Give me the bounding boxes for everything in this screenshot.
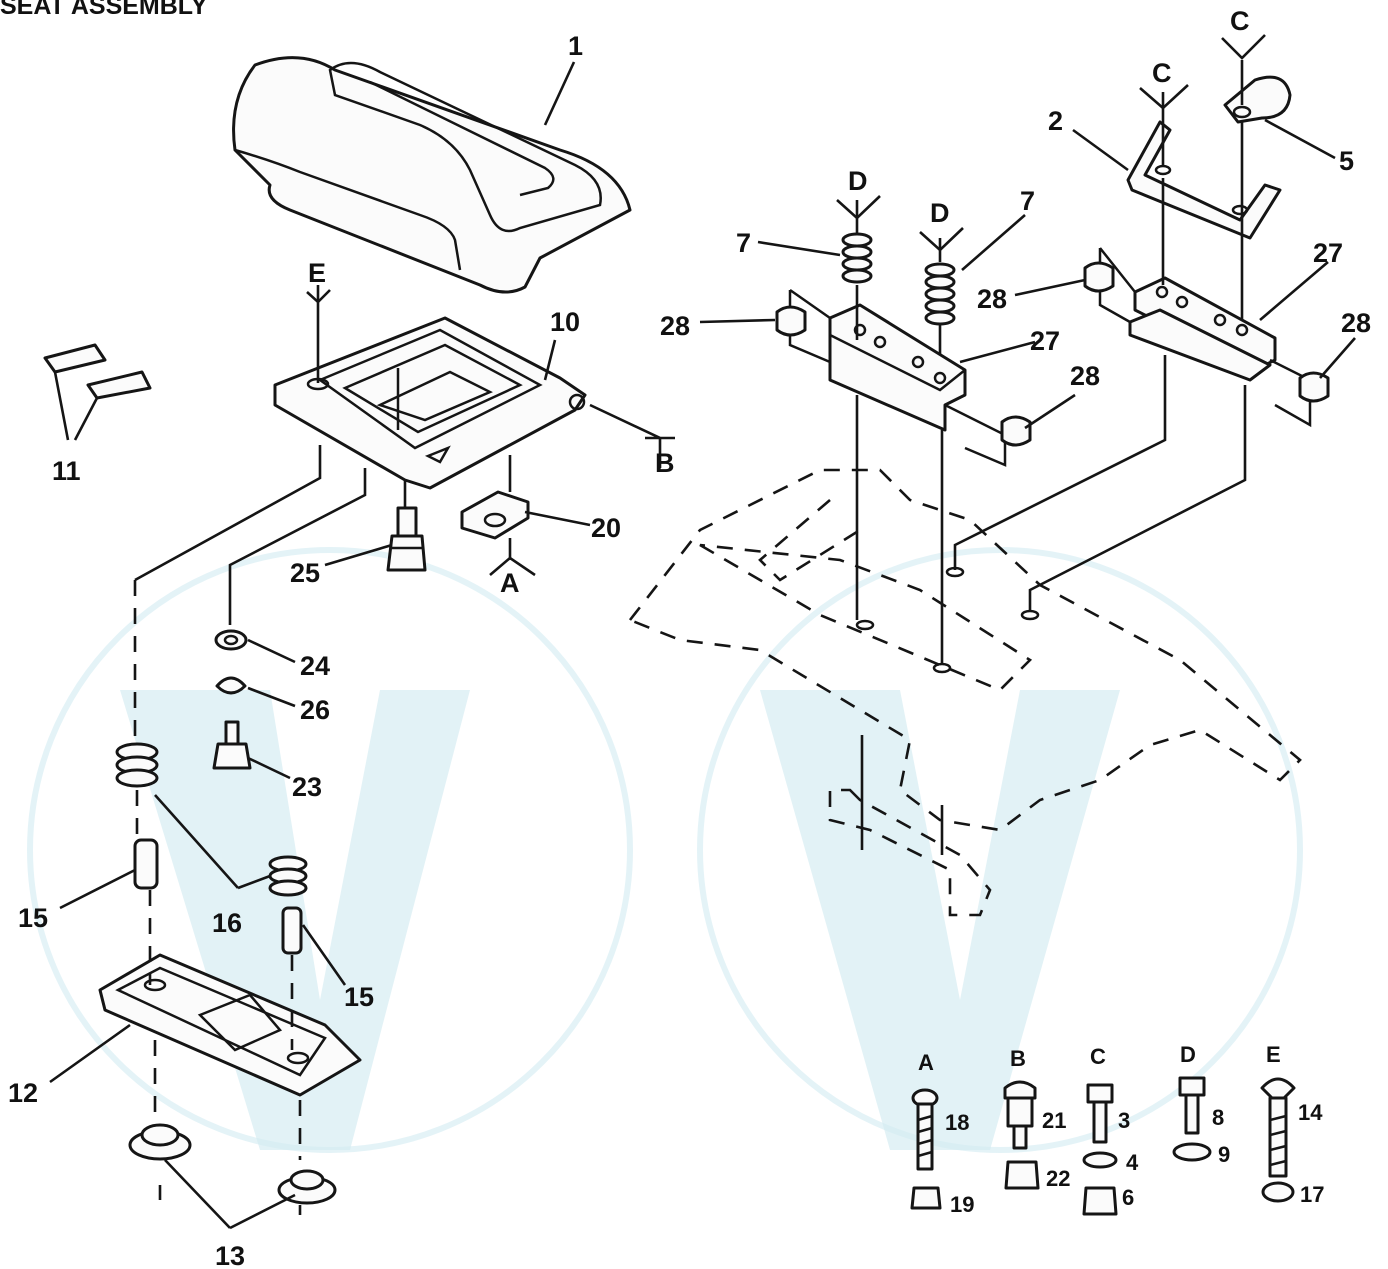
label-14: 14 bbox=[1298, 1100, 1323, 1125]
bracket-left-block bbox=[788, 288, 1007, 467]
seat-base-plate bbox=[98, 953, 362, 1097]
label-10: 10 bbox=[550, 307, 580, 337]
label-24: 24 bbox=[300, 651, 330, 681]
label-5: 5 bbox=[1339, 146, 1354, 176]
hardware-letter-a: A bbox=[918, 1050, 934, 1075]
label-27a: 27 bbox=[1313, 238, 1343, 268]
label-20: 20 bbox=[591, 513, 621, 543]
hardware-bolt-C bbox=[1082, 1083, 1118, 1216]
label-28b: 28 bbox=[977, 284, 1007, 314]
label-12: 12 bbox=[8, 1078, 38, 1108]
seat-clamp bbox=[460, 490, 530, 540]
callout-arrows bbox=[306, 34, 1266, 577]
callout-d-1: D bbox=[848, 166, 868, 196]
label-27b: 27 bbox=[1030, 326, 1060, 356]
callout-e: E bbox=[308, 258, 326, 288]
hardware-letter-d: D bbox=[1180, 1042, 1196, 1067]
label-8: 8 bbox=[1212, 1105, 1224, 1130]
washer-and-screw-stack bbox=[212, 629, 252, 770]
part-labels: 1 2 5 7 7 28 28 28 28 27 27 10 11 20 25 … bbox=[8, 31, 1371, 1269]
seat-clips bbox=[43, 343, 152, 441]
hardware-group-letters: A B C D E bbox=[918, 1042, 1281, 1075]
label-9: 9 bbox=[1218, 1142, 1230, 1167]
label-6: 6 bbox=[1122, 1185, 1134, 1210]
label-22: 22 bbox=[1046, 1166, 1070, 1191]
label-3: 3 bbox=[1118, 1108, 1130, 1133]
label-23: 23 bbox=[292, 772, 322, 802]
hardware-letter-b: B bbox=[1010, 1046, 1026, 1071]
label-21: 21 bbox=[1042, 1108, 1066, 1133]
top-mount-bracket bbox=[1126, 120, 1282, 240]
label-26: 26 bbox=[300, 695, 330, 725]
label-1: 1 bbox=[568, 31, 583, 61]
callout-c-1: C bbox=[1230, 6, 1250, 36]
spring-left bbox=[115, 742, 159, 788]
label-28d: 28 bbox=[1070, 361, 1100, 391]
label-28c: 28 bbox=[1341, 308, 1371, 338]
label-4: 4 bbox=[1126, 1150, 1139, 1175]
tractor-fender-outline bbox=[627, 468, 1302, 917]
label-18: 18 bbox=[945, 1110, 969, 1135]
bracket-right-block bbox=[1098, 247, 1312, 428]
spring-right bbox=[268, 855, 308, 897]
label-11: 11 bbox=[52, 456, 81, 486]
hardware-letter-e: E bbox=[1266, 1042, 1281, 1067]
hardware-bolt-A bbox=[910, 1088, 942, 1210]
label-leaders bbox=[49, 61, 1356, 1230]
top-clip bbox=[1223, 75, 1292, 124]
hardware-bolt-D bbox=[1172, 1076, 1212, 1162]
label-2: 2 bbox=[1048, 106, 1063, 136]
label-13: 13 bbox=[215, 1241, 245, 1269]
label-15b: 15 bbox=[344, 982, 374, 1012]
label-17: 17 bbox=[1300, 1182, 1324, 1207]
assembly-lines-left bbox=[133, 285, 512, 1215]
spacers bbox=[133, 838, 303, 955]
label-16: 16 bbox=[212, 908, 242, 938]
diagram-title: SEAT ASSEMBLY bbox=[0, 0, 208, 20]
label-28a: 28 bbox=[660, 311, 690, 341]
seat-cushion bbox=[232, 56, 632, 294]
pivot-stud bbox=[386, 506, 427, 572]
callout-letters: C C D D E A B bbox=[308, 6, 1250, 598]
label-7a: 7 bbox=[736, 228, 751, 258]
label-25: 25 bbox=[290, 558, 320, 588]
callout-d-2: D bbox=[930, 198, 950, 228]
callout-a: A bbox=[500, 568, 520, 598]
hardware-bolt-E bbox=[1260, 1077, 1296, 1203]
callout-c-2: C bbox=[1152, 58, 1172, 88]
hardware-letter-c: C bbox=[1090, 1044, 1106, 1069]
rubber-bushings bbox=[128, 1123, 337, 1205]
label-15a: 15 bbox=[18, 903, 48, 933]
callout-b: B bbox=[655, 448, 675, 478]
seat-pan bbox=[273, 316, 587, 490]
label-7b: 7 bbox=[1020, 186, 1035, 216]
label-19: 19 bbox=[950, 1192, 974, 1217]
rubber-bumpers bbox=[775, 261, 1330, 447]
hardware-bolt-B bbox=[1003, 1080, 1040, 1190]
